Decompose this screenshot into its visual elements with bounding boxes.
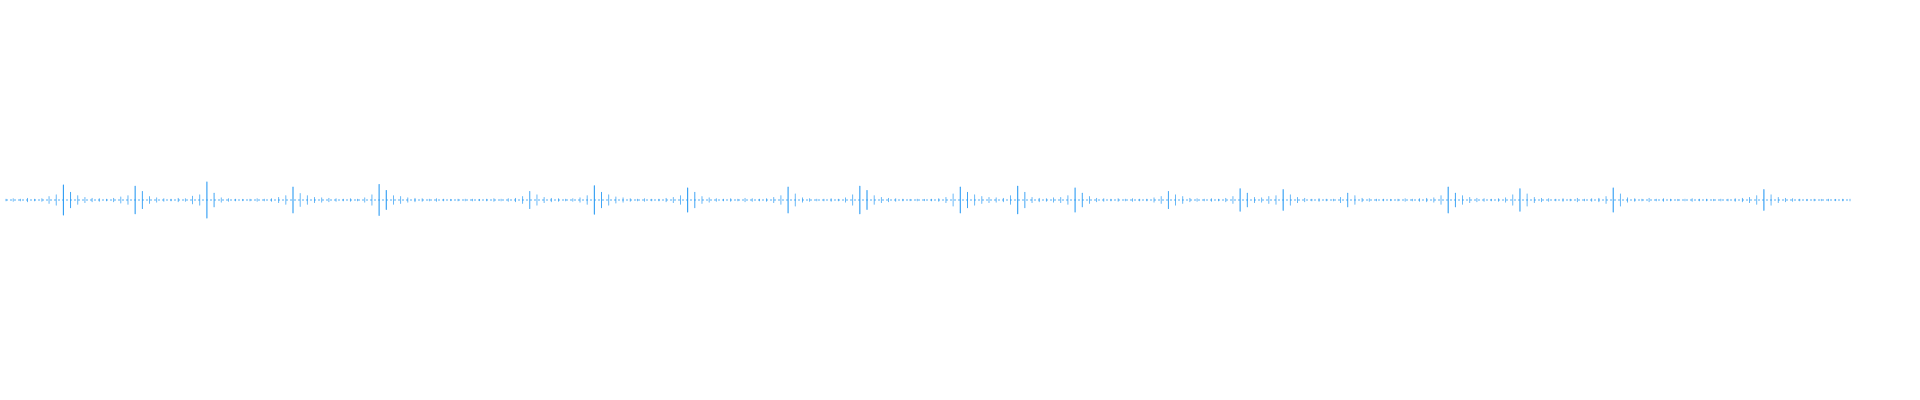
waveform-canvas	[5, 181, 1851, 219]
audio-waveform	[5, 181, 1851, 219]
